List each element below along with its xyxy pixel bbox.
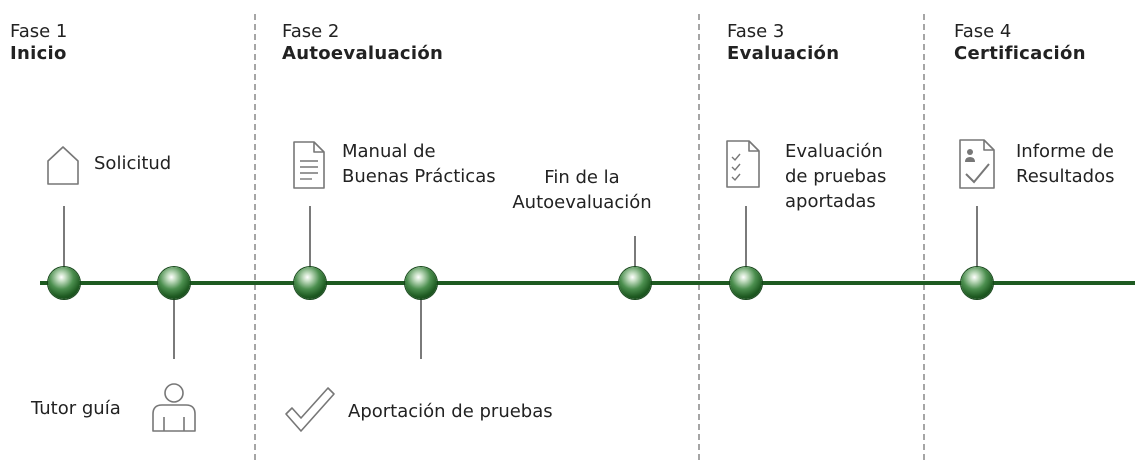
label-line: Evaluación (785, 141, 883, 162)
connector-evaluacion (745, 206, 747, 269)
label-line: Buenas Prácticas (342, 166, 496, 187)
timeline-node-evaluacion (730, 267, 762, 299)
phase-name: Autoevaluación (282, 43, 444, 64)
milestone-label-aportacion: Aportación de pruebas (348, 401, 553, 422)
timeline-line (40, 281, 1135, 285)
phase-name: Certificación (954, 43, 1086, 64)
connector-solicitud (63, 206, 65, 269)
phase-name: Evaluación (727, 43, 840, 64)
milestone-label-tutor: Tutor guía (31, 398, 121, 419)
timeline-node-manual (294, 267, 326, 299)
phase-2-header: Fase 2 Autoevaluación (282, 21, 443, 65)
timeline-node-aportacion (405, 267, 437, 299)
milestone-label-evaluacion: Evaluación de pruebas aportadas (785, 139, 886, 214)
phase-divider (698, 14, 700, 460)
label-line: Manual de (342, 141, 436, 162)
phase-divider (923, 14, 925, 460)
timeline-node-tutor (158, 267, 190, 299)
phase-divider (254, 14, 256, 460)
phase-1-header: Fase 1 Inicio (10, 21, 67, 65)
document-icon (292, 140, 326, 190)
timeline-node-solicitud (48, 267, 80, 299)
phase-number: Fase 1 (10, 21, 68, 42)
certificate-icon (958, 138, 996, 190)
label-line: Resultados (1016, 166, 1115, 187)
label-line: Fin de la (544, 167, 620, 188)
milestone-label-fin: Fin de la Autoevaluación (497, 165, 667, 215)
connector-aportacion (420, 296, 422, 359)
house-icon (46, 144, 80, 186)
connector-manual (309, 206, 311, 269)
phase-name: Inicio (10, 43, 67, 64)
connector-tutor (173, 296, 175, 359)
phase-number: Fase 2 (282, 21, 340, 42)
label-line: de pruebas (785, 166, 887, 187)
checklist-icon (725, 139, 761, 189)
phase-number: Fase 4 (954, 21, 1012, 42)
checkmark-icon (284, 384, 336, 434)
connector-informe (976, 206, 978, 269)
milestone-label-solicitud: Solicitud (94, 153, 172, 174)
connector-fin (634, 236, 636, 269)
label-line: Autoevaluación (512, 192, 652, 213)
label-line: aportadas (785, 191, 876, 212)
person-icon (150, 381, 198, 433)
milestone-label-manual: Manual de Buenas Prácticas (342, 139, 496, 189)
timeline-node-informe (961, 267, 993, 299)
label-line: Informe de (1016, 141, 1114, 162)
timeline-node-fin (619, 267, 651, 299)
milestone-label-informe: Informe de Resultados (1016, 139, 1114, 189)
phase-3-header: Fase 3 Evaluación (727, 21, 839, 65)
phase-4-header: Fase 4 Certificación (954, 21, 1086, 65)
phase-number: Fase 3 (727, 21, 785, 42)
